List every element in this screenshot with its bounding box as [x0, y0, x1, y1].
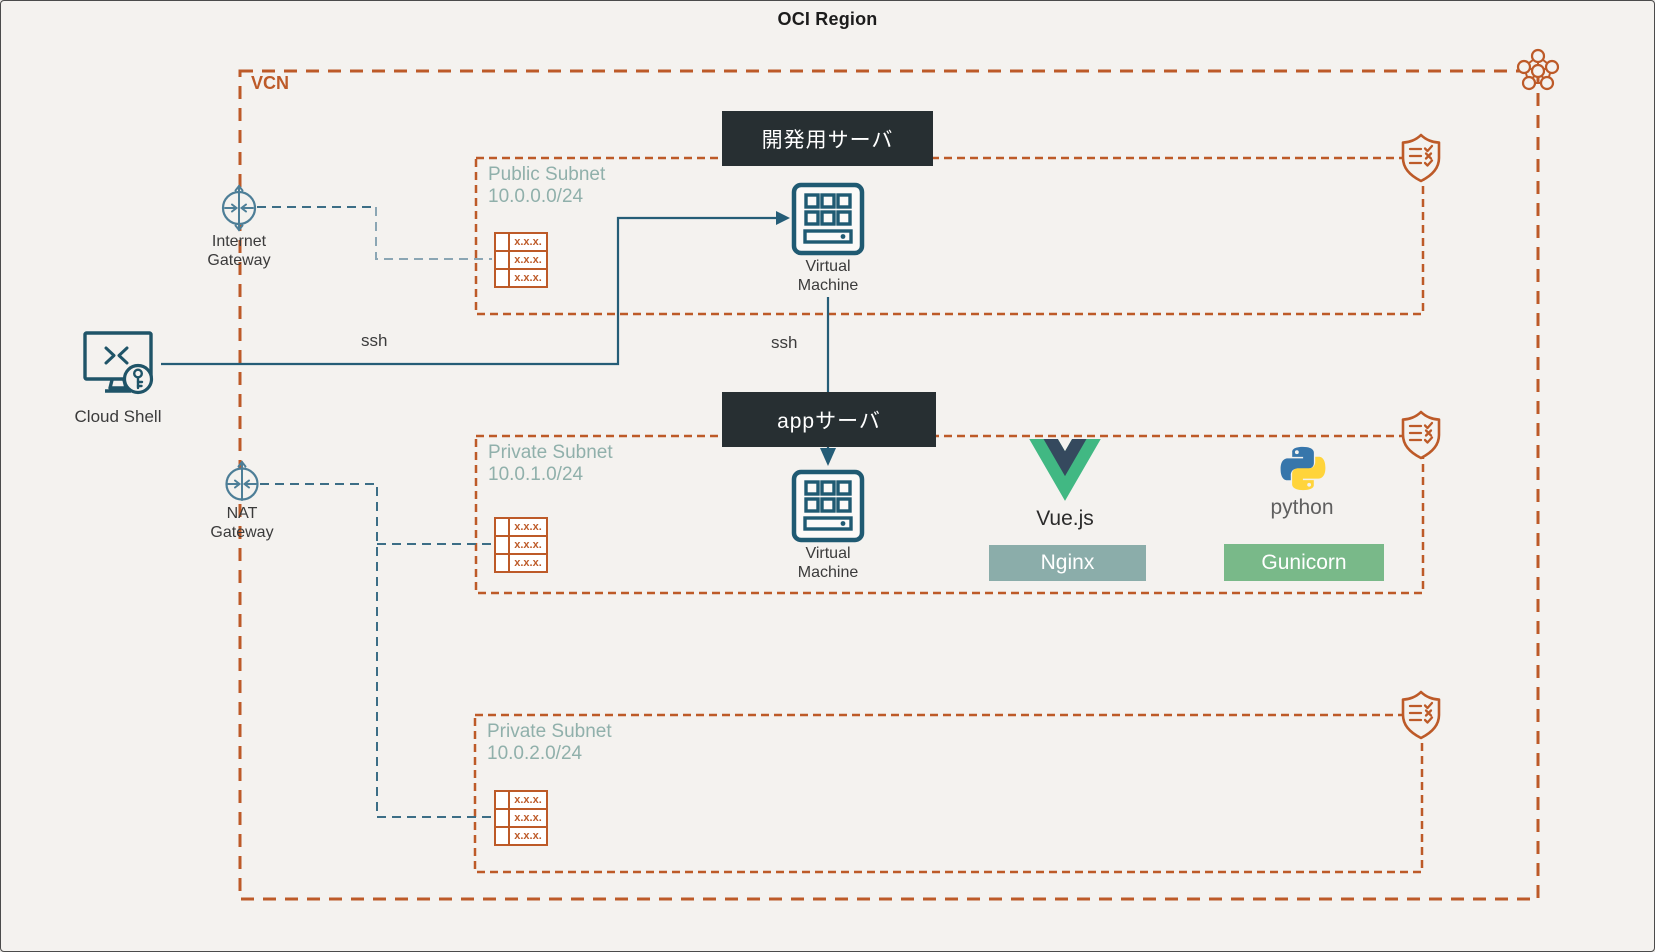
route-table-cell: x.x.x. [514, 539, 542, 551]
subnet-cidr: 10.0.0.0/24 [488, 186, 584, 207]
route-table-row: x.x.x. [496, 252, 546, 270]
public-subnet-border [474, 156, 1425, 316]
security-list-shield-icon [1401, 133, 1441, 183]
route-table-row: x.x.x. [496, 828, 546, 844]
vm-label: Virtual Machine [797, 545, 859, 581]
subnet-name: Private Subnet [488, 442, 613, 463]
route-table-row: x.x.x. [496, 810, 546, 828]
page-title: OCI Region [777, 9, 878, 29]
route-table-cell-blank [496, 537, 510, 553]
route-table-cell-blank [496, 252, 510, 268]
vm-label: Virtual Machine [797, 258, 859, 294]
virtual-machine-icon [791, 182, 865, 256]
route-table-row: x.x.x. [496, 537, 546, 555]
vuejs-label: Vue.js [1036, 507, 1094, 530]
private-subnet-1-label: Private Subnet 10.0.1.0/24 [488, 442, 613, 486]
route-table-cell-blank [496, 519, 510, 535]
route-table-cell: x.x.x. [514, 521, 542, 533]
route-table-cell-blank [496, 555, 510, 571]
route-table-icon: x.x.x. x.x.x. x.x.x. [494, 790, 548, 846]
python-label: python [1270, 496, 1334, 519]
route-table-cell: x.x.x. [514, 557, 542, 569]
security-list-shield-icon [1401, 690, 1441, 740]
route-table-cell-blank [496, 828, 510, 844]
route-table-row: x.x.x. [496, 234, 546, 252]
route-table-cell: x.x.x. [514, 236, 542, 248]
virtual-machine-icon [791, 469, 865, 543]
nat-gateway-icon [225, 460, 259, 501]
subnet-name: Public Subnet [488, 164, 606, 185]
ssh-line-cloudshell-to-vm [161, 216, 776, 366]
subnet-cidr: 10.0.2.0/24 [487, 743, 583, 764]
route-table-row: x.x.x. [496, 792, 546, 810]
route-table-cell: x.x.x. [514, 272, 542, 284]
private-subnet-1-border [474, 434, 1425, 595]
route-table-icon: x.x.x. x.x.x. x.x.x. [494, 232, 548, 288]
vcn-border [238, 69, 1540, 901]
public-subnet-label: Public Subnet 10.0.0.0/24 [488, 164, 605, 208]
app-server-label-box: appサーバ [722, 392, 936, 447]
route-table-cell-blank [496, 792, 510, 808]
vcn-network-icon [1516, 48, 1560, 91]
route-table-cell: x.x.x. [514, 812, 542, 824]
ssh-arrowhead-down [820, 448, 836, 466]
cloud-shell-icon [83, 331, 154, 395]
ssh-arrowhead-right [776, 211, 790, 225]
cloud-shell-label: Cloud Shell [74, 407, 162, 426]
route-table-row: x.x.x. [496, 519, 546, 537]
private-subnet-2-border [473, 713, 1424, 874]
vcn-label: VCN [251, 73, 290, 93]
route-table-cell: x.x.x. [514, 794, 542, 806]
subnet-name: Private Subnet [487, 721, 612, 742]
internet-gateway-label: Internet Gateway [207, 233, 271, 269]
internet-gateway-connector-light [375, 207, 492, 260]
route-table-cell-blank [496, 810, 510, 826]
internet-gateway-icon [221, 184, 257, 232]
route-table-row: x.x.x. [496, 555, 546, 571]
nginx-badge: Nginx [989, 545, 1146, 581]
nat-gateway-connector [260, 483, 492, 818]
route-table-cell: x.x.x. [514, 830, 542, 842]
route-table-cell-blank [496, 234, 510, 250]
route-table-row: x.x.x. [496, 270, 546, 286]
gunicorn-badge: Gunicorn [1224, 544, 1384, 581]
ssh-label: ssh [771, 333, 798, 352]
nat-gateway-label: NAT Gateway [210, 505, 274, 541]
route-table-icon: x.x.x. x.x.x. x.x.x. [494, 517, 548, 573]
vuejs-logo-icon [1029, 439, 1101, 501]
route-table-cell-blank [496, 270, 510, 286]
subnet-cidr: 10.0.1.0/24 [488, 464, 584, 485]
security-list-shield-icon [1401, 410, 1441, 460]
route-table-cell: x.x.x. [514, 254, 542, 266]
python-logo-icon [1280, 446, 1326, 491]
dev-server-label-box: 開発用サーバ [722, 111, 933, 166]
private-subnet-2-label: Private Subnet 10.0.2.0/24 [487, 721, 612, 765]
ssh-label: ssh [361, 331, 388, 350]
